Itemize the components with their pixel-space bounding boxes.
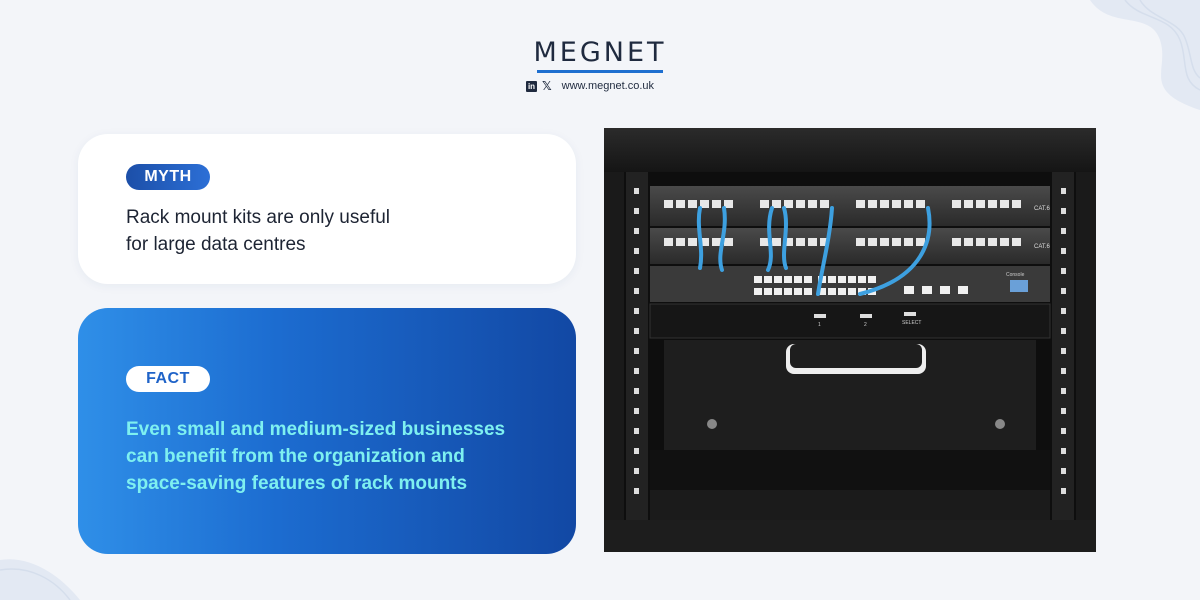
social-links: in 𝕏 www.megnet.co.uk — [526, 80, 654, 92]
patch-panel-2-label: CAT.6 — [1034, 244, 1051, 250]
fact-text-line: space-saving features of rack mounts — [126, 473, 468, 494]
myth-text: Rack mount kits are only useful for larg… — [126, 204, 546, 258]
fact-text-line: can benefit from the organization and — [126, 446, 465, 467]
rack-base-bar — [650, 490, 1050, 520]
fact-label: FACT — [126, 366, 210, 392]
patch-panel-1-label: CAT.6 — [1034, 206, 1051, 212]
myth-label: MYTH — [126, 164, 210, 190]
patch-panel-1-ports — [664, 200, 1021, 208]
kvm-button-2 — [860, 314, 872, 318]
brand-name: MEGNET — [533, 37, 667, 68]
rack-rail-left — [626, 172, 648, 520]
rack-shelf-floor — [650, 450, 1050, 490]
console-label: Console — [1006, 272, 1025, 278]
rack-top — [604, 128, 1096, 172]
fact-text-line: Even small and medium-sized businesses — [126, 419, 506, 440]
brand-logo: MEGNET — [500, 38, 700, 73]
console-port — [1010, 280, 1028, 292]
shelf-screw-left — [707, 419, 717, 429]
myth-text-line: for large data centres — [126, 234, 306, 255]
patch-cables — [696, 206, 932, 296]
rack-bottom — [604, 520, 1096, 552]
network-switch — [650, 266, 1050, 302]
network-rack-illustration: CAT.6 CAT.6 Console 1 2 SELECT — [604, 128, 1096, 552]
kvm-port-label-2: 2 — [864, 322, 867, 328]
shelf-handle-inner — [790, 344, 922, 368]
fact-text: Even small and medium-sized businesses c… — [126, 416, 566, 497]
patch-panel-2-ports — [664, 238, 1021, 246]
linkedin-icon[interactable]: in — [526, 80, 537, 92]
rack-rail-right — [1052, 172, 1074, 520]
kvm-select-label: SELECT — [902, 320, 921, 326]
x-icon[interactable]: 𝕏 — [542, 79, 552, 93]
myth-text-line: Rack mount kits are only useful — [126, 207, 391, 228]
kvm-button-1 — [814, 314, 826, 318]
shelf-screw-right — [995, 419, 1005, 429]
myth-card: MYTH Rack mount kits are only useful for… — [78, 134, 576, 284]
fact-card: FACT Even small and medium-sized busines… — [78, 308, 576, 554]
logo-underline — [537, 70, 663, 73]
kvm-select-button — [904, 312, 916, 316]
website-link[interactable]: www.megnet.co.uk — [561, 80, 654, 92]
background-wave-decoration — [1090, 0, 1200, 110]
kvm-port-label-1: 1 — [818, 322, 821, 328]
rail-holes — [634, 188, 1066, 494]
rack-shelf-front — [649, 303, 1051, 339]
network-switch-ports — [754, 276, 968, 295]
